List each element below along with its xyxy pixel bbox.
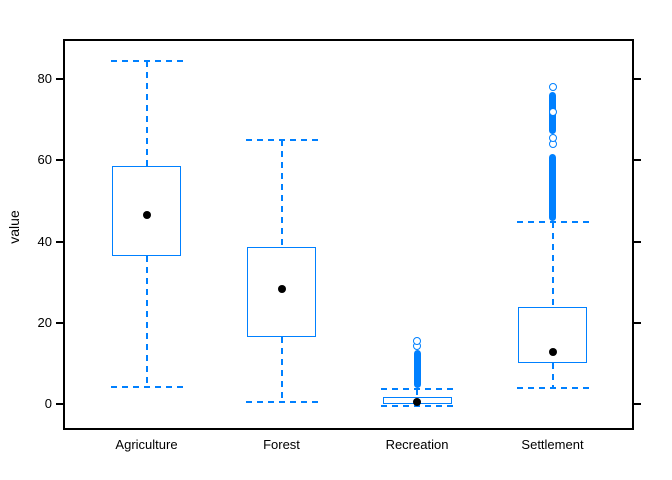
y-tick-label-0: 0 bbox=[44, 396, 52, 411]
y-tick-label-60: 60 bbox=[37, 152, 52, 168]
median-dot-forest bbox=[277, 285, 286, 294]
y-tick-label-20: 20 bbox=[37, 314, 52, 330]
y-tick-right-0 bbox=[634, 403, 641, 405]
x-axis-label-forest: Forest bbox=[263, 437, 300, 452]
outlier-point-settlement-1 bbox=[548, 134, 557, 143]
y-tick-left-20 bbox=[56, 321, 63, 324]
outlier-point-settlement-3 bbox=[548, 83, 557, 92]
x-axis-label-agriculture: Agriculture bbox=[115, 437, 178, 452]
whisker-lower-forest bbox=[280, 337, 283, 402]
whisker-lower-agriculture bbox=[145, 256, 148, 388]
whisker-cap-upper-forest bbox=[245, 138, 318, 141]
outlier-point-settlement-2 bbox=[548, 107, 557, 116]
y-tick-label-80: 80 bbox=[37, 71, 52, 86]
whisker-cap-lower-settlement bbox=[516, 387, 589, 390]
whisker-cap-lower-agriculture bbox=[110, 386, 183, 389]
whisker-cap-upper-settlement bbox=[516, 220, 589, 223]
x-axis-label-recreation: Recreation bbox=[385, 437, 449, 452]
outlier-column-settlement-0 bbox=[549, 153, 556, 222]
y-tick-right-80 bbox=[634, 78, 641, 80]
whisker-upper-recreation bbox=[416, 388, 418, 397]
y-tick-right-20 bbox=[634, 321, 641, 324]
outlier-column-recreation-0 bbox=[413, 349, 421, 388]
y-axis-label: value bbox=[6, 210, 22, 244]
y-tick-label-40: 40 bbox=[37, 233, 52, 249]
median-dot-settlement bbox=[548, 347, 557, 356]
whisker-upper-forest bbox=[280, 139, 283, 247]
y-tick-left-0 bbox=[56, 403, 63, 405]
y-tick-right-60 bbox=[634, 159, 641, 162]
whisker-upper-settlement bbox=[551, 221, 554, 307]
y-tick-left-80 bbox=[56, 78, 63, 80]
y-tick-left-40 bbox=[56, 240, 63, 243]
median-dot-agriculture bbox=[142, 210, 151, 219]
whisker-upper-agriculture bbox=[145, 61, 148, 166]
median-dot-recreation bbox=[413, 397, 421, 406]
whisker-cap-lower-recreation bbox=[381, 404, 453, 407]
whisker-cap-upper-agriculture bbox=[110, 60, 183, 63]
x-axis-label-settlement: Settlement bbox=[521, 437, 584, 452]
whisker-cap-lower-forest bbox=[245, 400, 318, 403]
outlier-point-recreation-1 bbox=[413, 337, 421, 346]
y-tick-right-40 bbox=[634, 240, 641, 243]
y-tick-left-60 bbox=[56, 159, 63, 162]
whisker-cap-upper-recreation bbox=[381, 387, 453, 390]
whisker-lower-settlement bbox=[551, 363, 554, 389]
